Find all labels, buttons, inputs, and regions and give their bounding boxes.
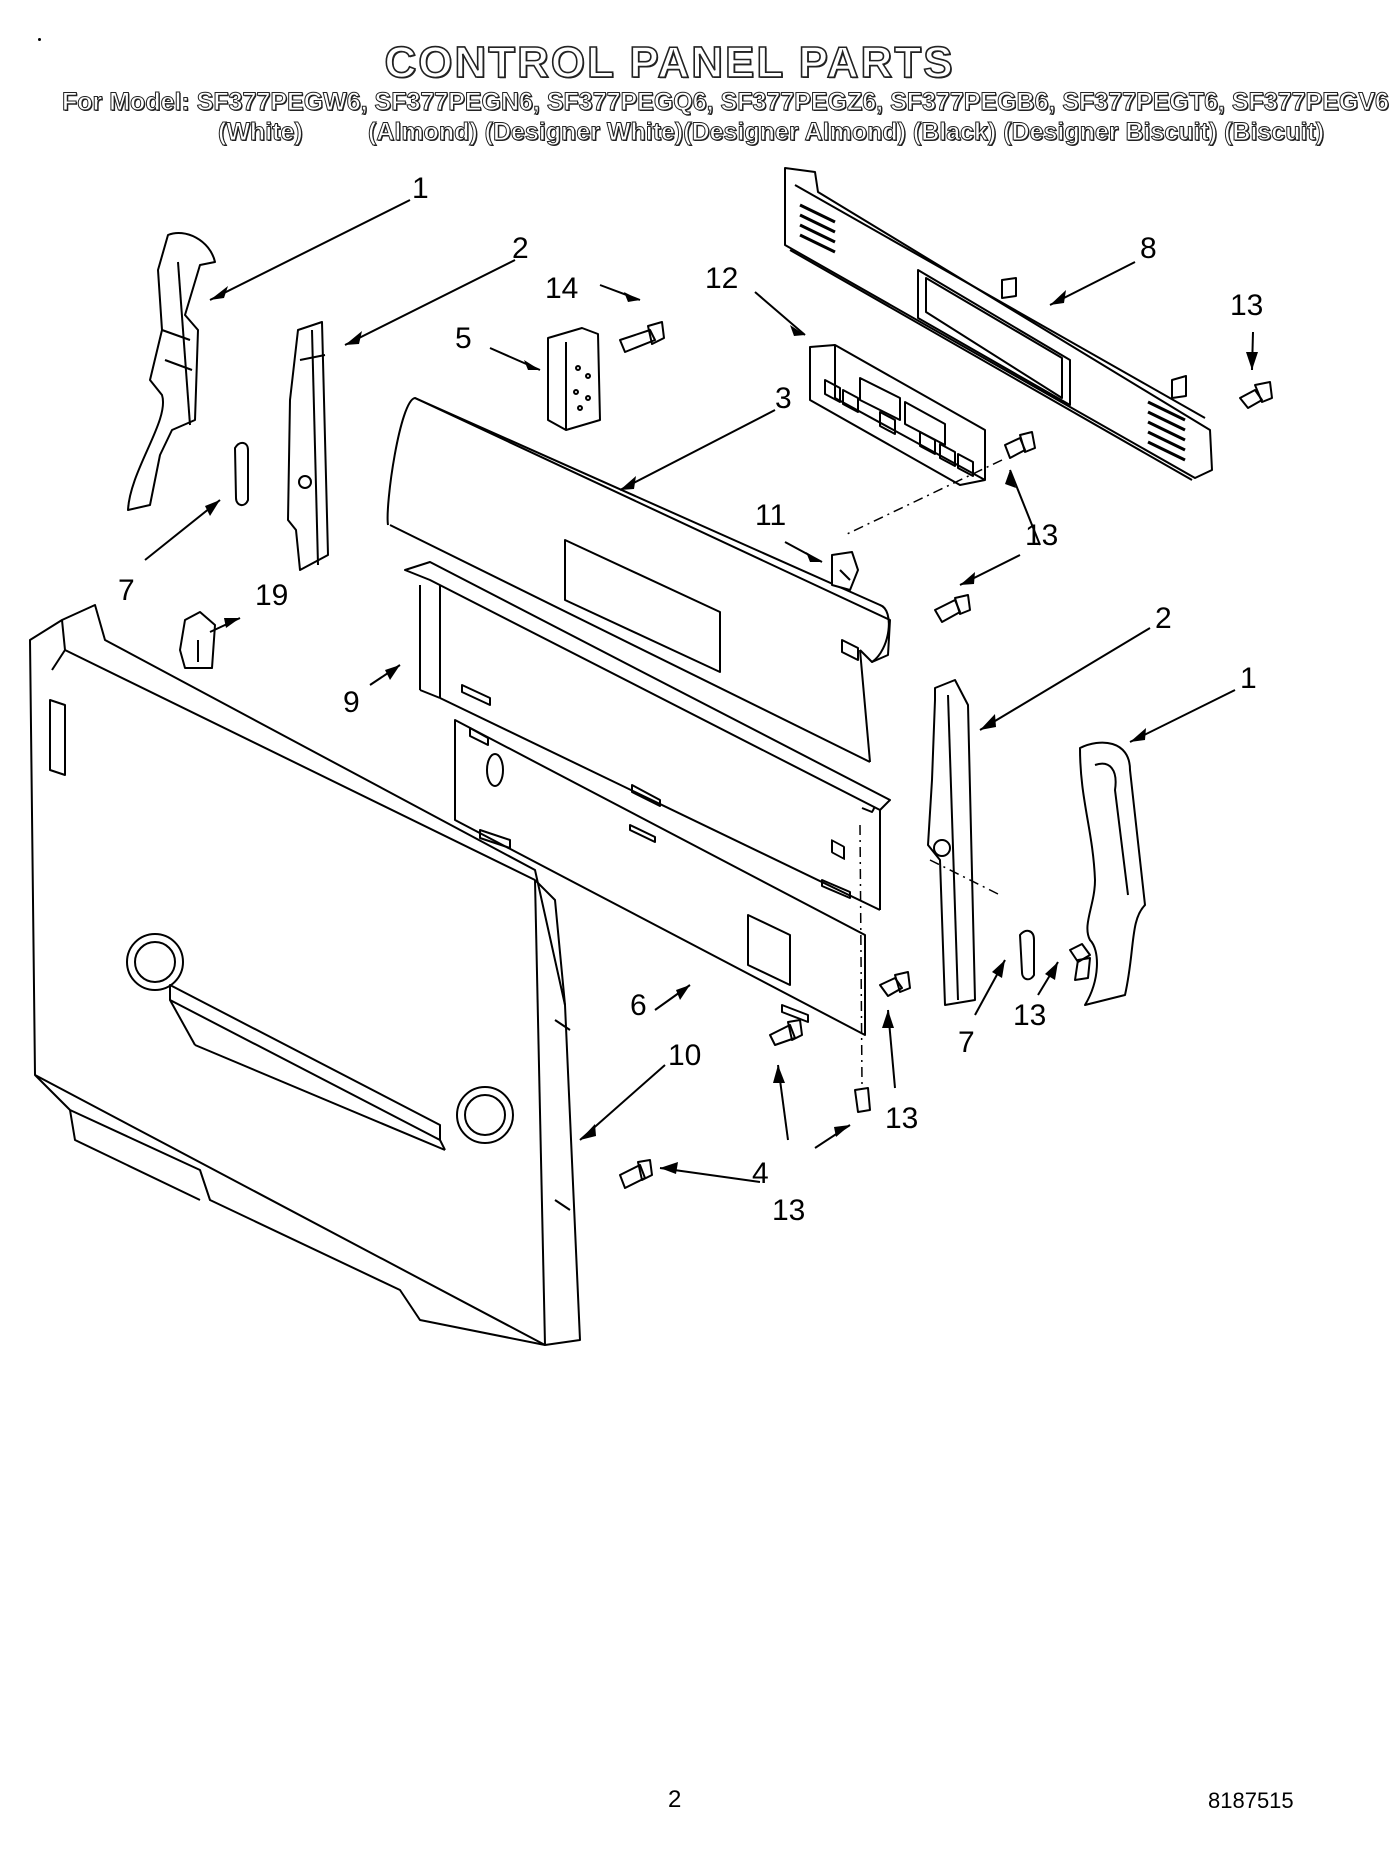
callout-2-left: 2	[512, 232, 529, 265]
part-11-switch	[831, 551, 859, 591]
part-3-console	[386, 397, 891, 813]
part-2-left-bracket	[287, 321, 329, 571]
color-list: (Almond) (Designer White)(Designer Almon…	[367, 118, 1325, 147]
callout-5: 5	[455, 322, 472, 355]
callout-6: 6	[630, 989, 647, 1022]
page-number: 2	[668, 1786, 682, 1813]
callout-13-right: 13	[1013, 999, 1046, 1032]
callout-8: 8	[1140, 232, 1157, 265]
callout-1-left: 1	[412, 172, 429, 205]
document-id: 8187515	[1208, 1788, 1294, 1813]
part-2-right-bracket	[927, 679, 976, 1006]
callout-13-bottom: 13	[772, 1194, 805, 1227]
callout-labels: 1 2 14 5 12 8 13 3 11 13 7 19 9 2 1 6 10…	[118, 172, 1263, 1227]
callout-19: 19	[255, 579, 288, 612]
color-white: (White)	[218, 118, 304, 147]
callout-7-right: 7	[958, 1026, 975, 1059]
callout-11: 11	[755, 499, 786, 532]
callout-4: 4	[752, 1157, 769, 1190]
part-9-channel	[404, 561, 891, 911]
callout-14: 14	[545, 272, 578, 305]
callout-2-right: 2	[1155, 602, 1172, 635]
part-10-panel	[29, 604, 581, 1346]
part-19-clip	[179, 611, 216, 669]
part-14-screw	[619, 321, 665, 353]
exploded-parts-diagram: 1 2 14 5 12 8 13 3 11 13 7 19 9 2 1 6 10…	[29, 167, 1273, 1346]
callout-3: 3	[775, 382, 792, 415]
part-5-board	[547, 327, 601, 431]
callout-9: 9	[343, 686, 360, 719]
callout-13-center: 13	[885, 1102, 918, 1135]
part-7-left-clip	[234, 442, 249, 506]
part-1-left-endcap	[127, 232, 216, 511]
stray-dot	[38, 38, 41, 41]
part-12-control-board	[809, 344, 986, 860]
page-title: CONTROL PANEL PARTS	[384, 37, 955, 88]
part-8-rear-panel	[784, 167, 1213, 481]
arrowheads	[205, 286, 1258, 1174]
callout-1-right: 1	[1240, 662, 1257, 695]
screws	[619, 381, 1273, 1189]
part-7-right-clip	[1019, 929, 1035, 981]
callout-13-top-right: 13	[1230, 289, 1263, 322]
callout-10: 10	[668, 1039, 701, 1072]
callout-12: 12	[705, 262, 738, 295]
model-list: For Model: SF377PEGW6, SF377PEGN6, SF377…	[62, 88, 1389, 117]
part-1-right-endcap	[1079, 741, 1146, 1006]
callout-7-left: 7	[118, 574, 135, 607]
callout-13-mid: 13	[1025, 519, 1058, 552]
part-6-plate	[454, 719, 866, 1036]
